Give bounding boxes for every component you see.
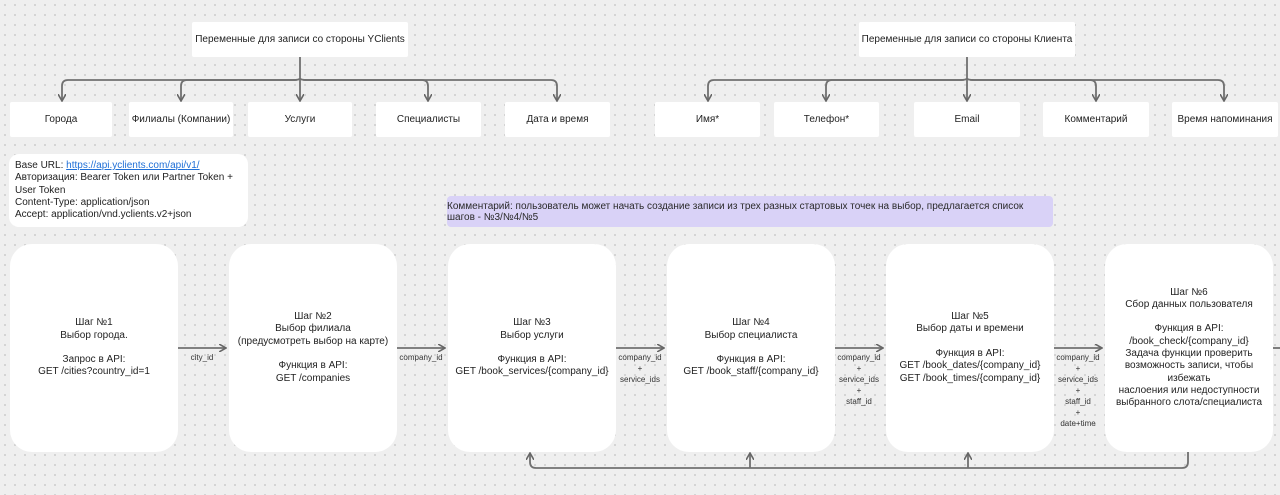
base-url-line: Base URL: https://api.yclients.com/api/v… bbox=[15, 160, 242, 172]
variable-label: Дата и время bbox=[526, 114, 589, 125]
variable-label: Email bbox=[954, 114, 980, 125]
param-label-2: company_id bbox=[399, 352, 442, 363]
step-subtitle: Сбор данных пользователя bbox=[1125, 298, 1253, 310]
param-text: company_id bbox=[837, 353, 881, 362]
yclients-variables-header: Переменные для записи со стороны YClient… bbox=[192, 22, 408, 57]
step-subtitle-note: (предусмотреть выбор на карте) bbox=[237, 335, 389, 347]
step-api-label: Функция в API: bbox=[935, 348, 1005, 359]
param-plus: + bbox=[1075, 364, 1081, 373]
step-title: Шаг №5 bbox=[951, 311, 989, 323]
param-text: date+time bbox=[1060, 419, 1096, 428]
step-3-card: Шаг №3 Выбор услуги Функция в API: GET /… bbox=[448, 244, 616, 452]
variable-label: Филиалы (Компании) bbox=[131, 114, 231, 125]
content-type-line: Content-Type: application/json bbox=[15, 196, 150, 208]
base-url-link[interactable]: https://api.yclients.com/api/v1/ bbox=[66, 160, 200, 171]
step-api-2: GET /book_times/{company_id} bbox=[899, 372, 1041, 384]
param-text: company_id bbox=[399, 353, 443, 362]
step-desc-line: наслоения или недоступности bbox=[1118, 384, 1260, 396]
variable-label: Имя* bbox=[695, 114, 720, 125]
variable-label: Время напоминания bbox=[1177, 114, 1273, 125]
step-5-card: Шаг №5 Выбор даты и времени Функция в AP… bbox=[886, 244, 1054, 452]
param-text: staff_id bbox=[846, 397, 872, 406]
auth-line: Авторизация: Bearer Token или Partner To… bbox=[15, 172, 233, 196]
variable-email: Email bbox=[914, 102, 1020, 137]
step-title: Шаг №1 bbox=[75, 317, 113, 329]
step-desc-line: Задача функции проверить bbox=[1125, 348, 1253, 359]
accept-line: Accept: application/vnd.yclients.v2+json bbox=[15, 209, 192, 221]
step-api: GET /book_services/{company_id} bbox=[455, 366, 609, 378]
step-api: /book_check/{company_id} bbox=[1129, 335, 1249, 347]
param-text: service_ids bbox=[619, 375, 661, 384]
step-subtitle: Выбор услуги bbox=[500, 329, 564, 341]
variable-date-time: Дата и время bbox=[505, 102, 610, 137]
param-plus: + bbox=[1075, 386, 1081, 395]
param-label-4: company_id + service_ids + staff_id bbox=[837, 352, 880, 407]
variable-comment: Комментарий bbox=[1043, 102, 1149, 137]
variable-services: Услуги bbox=[248, 102, 352, 137]
step-api-label: Функция в API: bbox=[497, 354, 567, 366]
param-plus: + bbox=[637, 364, 643, 373]
param-label-3: company_id + service_ids bbox=[618, 352, 661, 385]
variable-branches: Филиалы (Компании) bbox=[129, 102, 233, 137]
api-info-box: Base URL: https://api.yclients.com/api/v… bbox=[9, 154, 248, 227]
client-header-label: Переменные для записи со стороны Клиента bbox=[861, 34, 1073, 45]
step-title: Шаг №4 bbox=[732, 317, 770, 329]
param-plus: + bbox=[1075, 408, 1081, 417]
param-text: company_id bbox=[1056, 353, 1100, 362]
step-6-card: Шаг №6 Сбор данных пользователя Функция … bbox=[1105, 244, 1273, 452]
param-label-1: city_id bbox=[191, 352, 214, 363]
step-subtitle: Выбор даты и времени bbox=[916, 323, 1024, 335]
param-text: service_ids bbox=[838, 375, 880, 384]
client-variables-header: Переменные для записи со стороны Клиента bbox=[859, 22, 1075, 57]
step-1-card: Шаг №1 Выбор города. Запрос в API: GET /… bbox=[10, 244, 178, 452]
variable-label: Специалисты bbox=[396, 114, 461, 125]
param-plus: + bbox=[856, 364, 862, 373]
step-4-card: Шаг №4 Выбор специалиста Функция в API: … bbox=[667, 244, 835, 452]
step-api: GET /companies bbox=[275, 372, 351, 384]
param-plus: + bbox=[856, 386, 862, 395]
step-subtitle: Выбор филиала bbox=[275, 323, 351, 335]
step-api: GET /book_staff/{company_id} bbox=[683, 366, 819, 378]
base-url-label: Base URL: bbox=[15, 160, 67, 171]
param-text: city_id bbox=[190, 353, 214, 362]
step-api-label: Функция в API: bbox=[716, 354, 786, 366]
step-title: Шаг №2 bbox=[294, 311, 332, 323]
yclients-header-label: Переменные для записи со стороны YClient… bbox=[195, 34, 405, 45]
step-desc-line: возможность записи, чтобы избежать bbox=[1124, 360, 1254, 384]
variable-cities: Города bbox=[10, 102, 112, 137]
step-api-label: Запрос в API: bbox=[62, 354, 126, 366]
param-text: staff_id bbox=[1065, 397, 1091, 406]
variable-reminder-time: Время напоминания bbox=[1172, 102, 1278, 137]
variable-label: Комментарий bbox=[1064, 114, 1128, 125]
param-label-5: company_id + service_ids + staff_id + da… bbox=[1056, 352, 1099, 429]
variable-specialists: Специалисты bbox=[376, 102, 481, 137]
step-title: Шаг №3 bbox=[513, 317, 551, 329]
step-api-label: Функция в API: bbox=[1154, 323, 1224, 335]
step-api: GET /cities?country_id=1 bbox=[38, 366, 150, 378]
step-api-label: Функция в API: bbox=[278, 360, 348, 372]
variable-label: Услуги bbox=[284, 114, 316, 125]
step-subtitle: Выбор города. bbox=[60, 329, 128, 341]
step-subtitle: Выбор специалиста bbox=[704, 329, 798, 341]
step-desc-line: выбранного слота/специалиста bbox=[1115, 397, 1263, 409]
step-api: GET /book_dates/{company_id} bbox=[899, 360, 1041, 372]
variable-label: Телефон* bbox=[803, 114, 850, 125]
variable-label: Города bbox=[44, 114, 78, 125]
param-text: company_id bbox=[618, 353, 662, 362]
comment-box: Комментарий: пользователь может начать с… bbox=[447, 196, 1053, 227]
comment-text: Комментарий: пользователь может начать с… bbox=[447, 200, 1024, 223]
variable-phone: Телефон* bbox=[774, 102, 879, 137]
step-title: Шаг №6 bbox=[1170, 286, 1208, 298]
step-2-card: Шаг №2 Выбор филиала (предусмотреть выбо… bbox=[229, 244, 397, 452]
param-text: service_ids bbox=[1057, 375, 1099, 384]
variable-name: Имя* bbox=[655, 102, 760, 137]
